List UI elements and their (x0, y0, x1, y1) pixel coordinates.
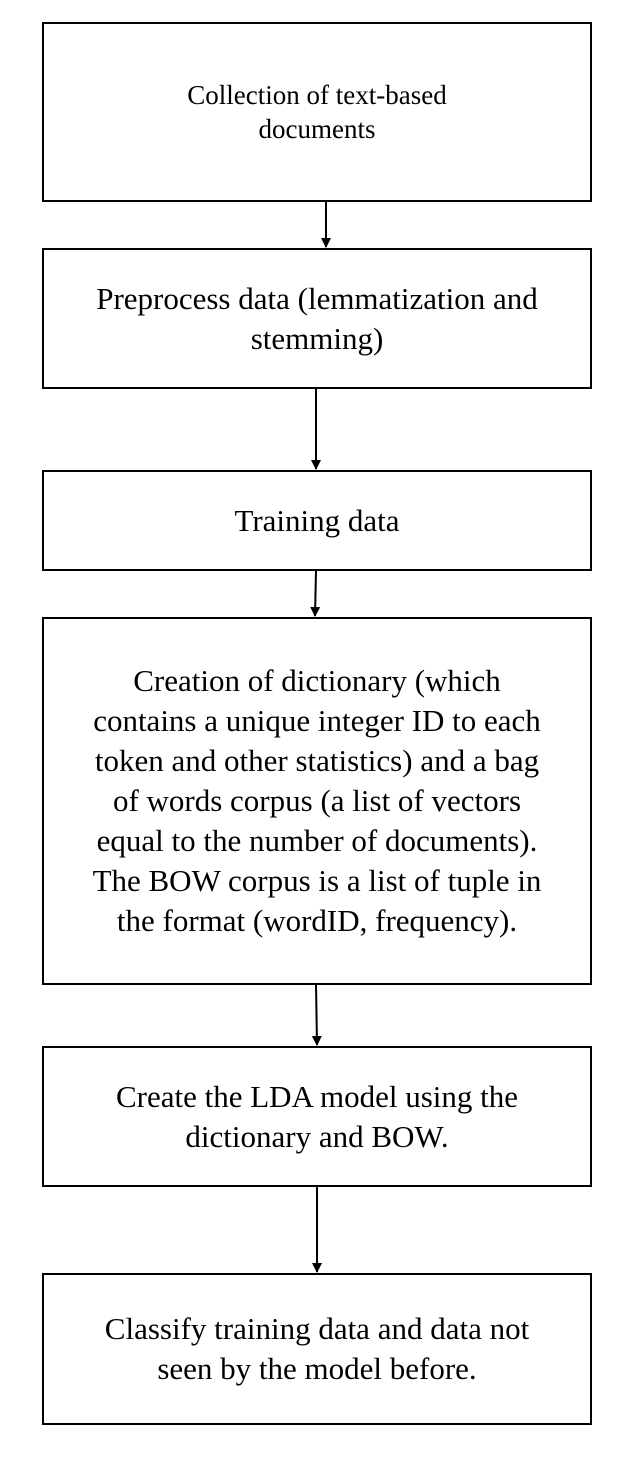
step-training-data-box: Training data (42, 470, 592, 571)
arrow-training-to-dictionary (310, 570, 321, 617)
step-preprocess-box: Preprocess data (lemmatization and stemm… (42, 248, 592, 389)
step-classify-box: Classify training data and data not seen… (42, 1273, 592, 1425)
step-training-data-label: Training data (234, 502, 400, 538)
step-lda-model-label: Create the LDA model using the dictionar… (115, 1078, 519, 1154)
step-classify-label: Classify training data and data not seen… (104, 1311, 530, 1386)
step-collection-label: Collection of text-based documents (187, 80, 447, 144)
arrow-dictionary-to-lda-model (311, 984, 322, 1046)
step-collection-box: Collection of text-based documents (42, 22, 592, 202)
step-preprocess-label: Preprocess data (lemmatization and stemm… (96, 280, 538, 356)
step-lda-model-box: Create the LDA model using the dictionar… (42, 1046, 592, 1187)
step-dictionary-bow-label: Creation of dictionary (which contains a… (92, 663, 542, 938)
step-dictionary-bow-box: Creation of dictionary (which contains a… (42, 617, 592, 985)
